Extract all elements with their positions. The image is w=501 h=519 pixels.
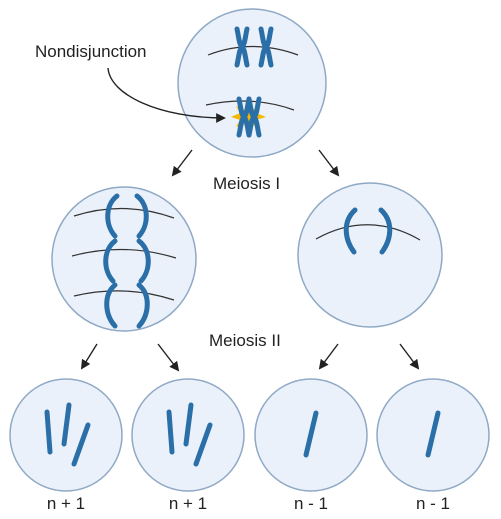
- chromatid-group: [343, 207, 393, 255]
- spindle-fiber: [315, 224, 421, 241]
- arrow-meiosis-2: [80, 343, 98, 370]
- arrow-meiosis-2: [157, 343, 180, 372]
- nondisjunction-label: Nondisjunction: [35, 42, 147, 61]
- arrow-meiosis-1-right: [318, 149, 340, 177]
- spindle-fiber: [73, 290, 175, 301]
- gamete-ploidy-label: n - 1: [293, 494, 329, 513]
- daughter-cell-left: [51, 186, 197, 332]
- arrow-meiosis-2: [399, 343, 420, 370]
- gamete-ploidy-label: n + 1: [46, 494, 86, 513]
- spindle-fiber: [71, 248, 177, 259]
- chromatid-group: [103, 193, 151, 329]
- arrow-meiosis-1-left: [171, 149, 193, 177]
- daughter-cell-right: [297, 182, 443, 328]
- meiosis-2-label: Meiosis II: [209, 331, 281, 350]
- arrow-meiosis-2: [318, 343, 339, 370]
- gamete-ploidy-label: n + 1: [168, 494, 208, 513]
- nondisjunction-pointer: [107, 67, 226, 123]
- gamete-chromosomes: [44, 402, 441, 467]
- meiosis-1-label: Meiosis I: [213, 174, 281, 193]
- parent-cell: [177, 8, 327, 158]
- gamete-ploidy-label: n - 1: [415, 494, 451, 513]
- spindle-fiber: [207, 45, 299, 56]
- spindle-fiber: [73, 207, 175, 219]
